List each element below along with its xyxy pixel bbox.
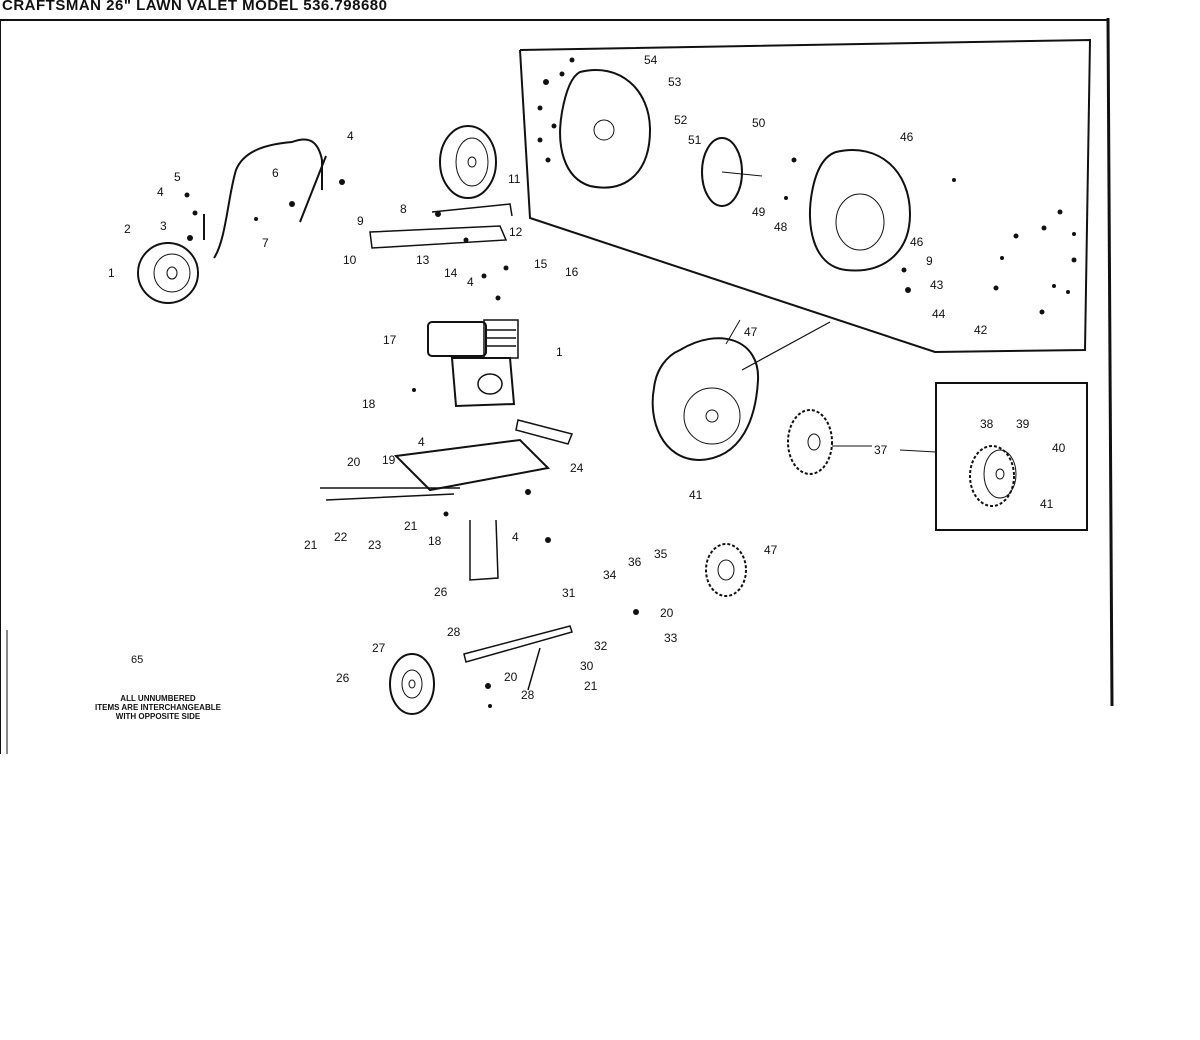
callout: 22 <box>334 530 348 544</box>
deck-plate <box>320 438 551 581</box>
rear-right-wheel <box>705 543 747 597</box>
callout: 1 <box>556 345 563 359</box>
callout: 15 <box>534 257 548 271</box>
callout: 43 <box>930 278 944 292</box>
callout: 51 <box>688 133 702 147</box>
callout: 5 <box>174 170 181 184</box>
callout: 21 <box>304 538 318 552</box>
callout: 12 <box>509 225 523 239</box>
callout: 33 <box>664 631 678 645</box>
callout: 44 <box>932 307 946 321</box>
callout: 6 <box>272 166 279 180</box>
callout: 10 <box>343 253 357 267</box>
housing-inset-box <box>519 38 1092 354</box>
hardware-dots <box>184 57 1077 708</box>
callout: 53 <box>668 75 682 89</box>
callout: 16 <box>565 265 579 279</box>
callout: 47 <box>744 325 758 339</box>
callout: 20 <box>347 455 361 469</box>
callout: 20 <box>504 670 518 684</box>
lever <box>515 419 574 445</box>
fan-housing <box>651 319 760 462</box>
callout: 21 <box>404 519 418 533</box>
pulley-inset-box <box>935 382 1088 531</box>
callout: 27 <box>372 641 386 655</box>
blower-backplate <box>559 69 652 189</box>
callout: 18 <box>362 397 376 411</box>
upper-wheel <box>439 125 497 199</box>
callout: 49 <box>752 205 766 219</box>
callout: 4 <box>157 185 164 199</box>
callout: 9 <box>926 254 933 268</box>
callout: 7 <box>262 236 269 250</box>
callout: 36 <box>628 555 642 569</box>
callout: 38 <box>980 417 994 431</box>
callout: 54 <box>644 53 658 67</box>
interchangeable-note: ALL UNNUMBERED ITEMS ARE INTERCHANGEABLE… <box>95 694 221 721</box>
callout: 26 <box>336 671 350 685</box>
impeller <box>701 137 763 207</box>
callout: 37 <box>874 443 888 457</box>
diagram-title: CRAFTSMAN 26" LAWN VALET MODEL 536.79868… <box>2 0 388 14</box>
callout: 26 <box>434 585 448 599</box>
blower-cover <box>809 149 912 272</box>
callout: 4 <box>418 435 425 449</box>
engine <box>427 319 519 408</box>
rear-wheel <box>389 653 435 715</box>
callout: 23 <box>368 538 382 552</box>
callout: 11 <box>508 172 521 186</box>
callout: 21 <box>584 679 598 693</box>
callout: 13 <box>416 253 430 267</box>
callout: 46 <box>900 130 914 144</box>
callout: 17 <box>383 333 397 347</box>
front-wheel <box>137 242 199 304</box>
callout: 2 <box>124 222 131 236</box>
callout-labels: 1 2 3 4 5 6 7 4 8 9 10 11 12 13 14 4 15 … <box>108 53 1066 702</box>
axle-bracket <box>369 203 513 249</box>
callout: 47 <box>764 543 778 557</box>
inset-pulley <box>969 445 1017 507</box>
callout: 46 <box>910 235 924 249</box>
callout: 34 <box>603 568 617 582</box>
callout: 1 <box>108 266 115 280</box>
callout: 48 <box>774 220 788 234</box>
callout: 32 <box>594 639 608 653</box>
callout: 18 <box>428 534 442 548</box>
callout: 19 <box>382 453 396 467</box>
callout: 42 <box>974 323 988 337</box>
handle-bar <box>203 138 327 259</box>
callout: 4 <box>512 530 519 544</box>
small-pulley <box>787 409 833 475</box>
callout: 28 <box>521 688 535 702</box>
callout: 24 <box>570 461 584 475</box>
callout: 50 <box>752 116 766 130</box>
callout: 41 <box>689 488 703 502</box>
callout: 8 <box>400 202 407 216</box>
callout: 20 <box>660 606 674 620</box>
callout: 4 <box>347 129 354 143</box>
callout: 14 <box>444 266 458 280</box>
callout: 52 <box>674 113 688 127</box>
callout: 3 <box>160 219 167 233</box>
rear-axle <box>463 625 573 691</box>
callout: 9 <box>357 214 364 228</box>
callout: 4 <box>467 275 474 289</box>
callout: 40 <box>1052 441 1066 455</box>
callout: 31 <box>562 586 576 600</box>
callout: 39 <box>1016 417 1030 431</box>
callout: 30 <box>580 659 594 673</box>
callout: 35 <box>654 547 668 561</box>
callout: 41 <box>1040 497 1054 511</box>
diagram-code: 65 <box>131 654 144 666</box>
callout: 28 <box>447 625 461 639</box>
